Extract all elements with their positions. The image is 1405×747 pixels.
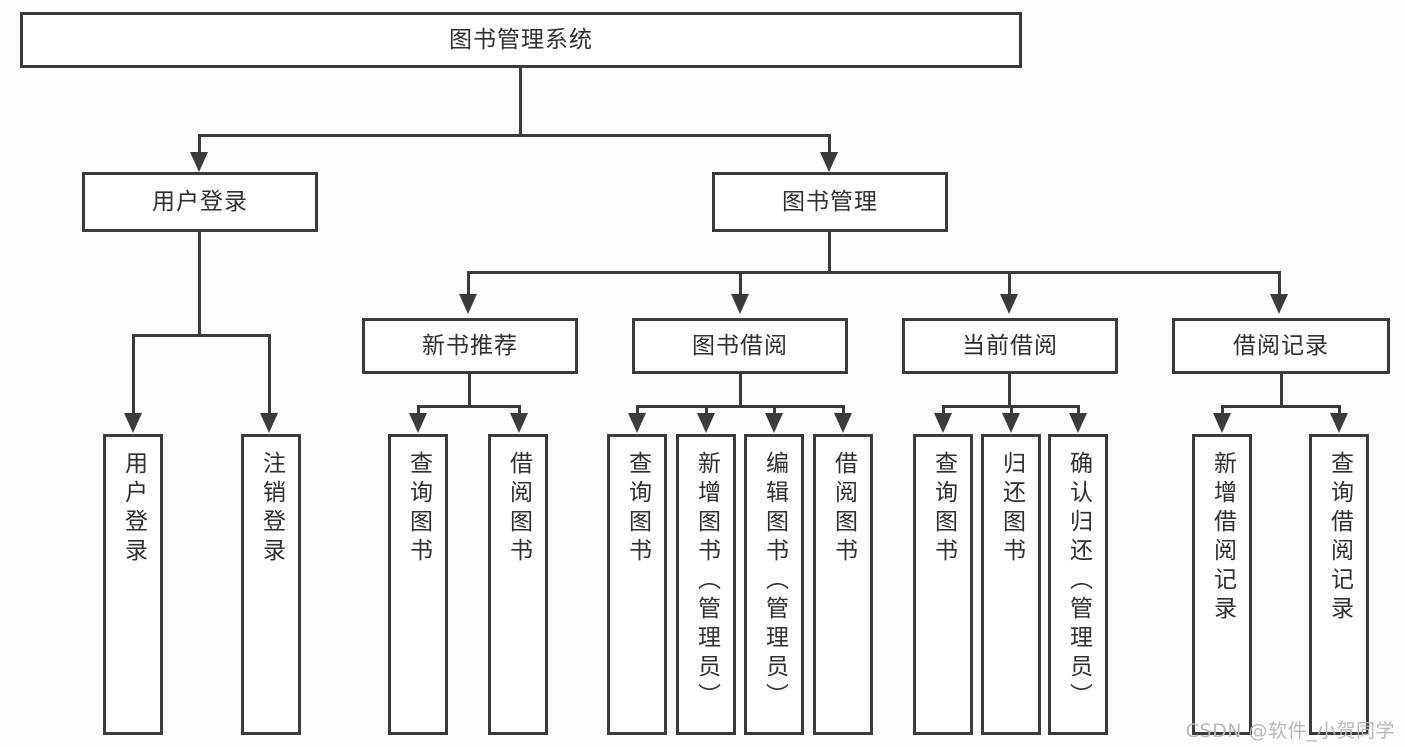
arrowhead-book-borrow-leaf-1 [628, 413, 646, 433]
node-label: 图书借阅 [692, 332, 788, 359]
arrowhead-current-borrow-leaf-1 [934, 413, 952, 433]
arrowhead-borrow-record-leaf-1 [1213, 413, 1231, 433]
connector-book-borrow-leaf-1 [636, 405, 639, 415]
leaf-recommend-borrow-book[interactable]: 借阅图书 [488, 434, 548, 735]
leaf-borrow-borrow-book[interactable]: 借阅图书 [813, 434, 873, 735]
connector-borrow-record-leaf-2 [1338, 405, 1341, 415]
leaf-label: 确认归还（管理员） [1065, 451, 1092, 712]
connector-book-manage-stem [828, 232, 831, 273]
node-book-manage[interactable]: 图书管理 [712, 172, 948, 232]
connector-user-login-bus [132, 334, 270, 337]
leaf-user-login[interactable]: 用户登录 [103, 434, 163, 735]
connector-root-stem [519, 68, 522, 135]
leaf-current-confirm-return-admin[interactable]: 确认归还（管理员） [1048, 434, 1108, 735]
connector-book-manage-to-l3-2 [739, 271, 742, 297]
connector-book-borrow-leaf-4 [842, 405, 845, 415]
arrowhead-user-login-leaf-2 [260, 413, 278, 433]
connector-user-login-to-leaf-1 [132, 334, 135, 416]
leaf-label: 新增借阅记录 [1209, 451, 1236, 625]
arrowhead-root-to-book-manage [820, 152, 838, 172]
connector-book-borrow-stem [739, 374, 742, 408]
arrowhead-book-borrow-leaf-2 [697, 413, 715, 433]
leaf-current-return-book[interactable]: 归还图书 [981, 434, 1041, 735]
connector-new-book-bus [417, 405, 521, 408]
leaf-label: 编辑图书（管理员） [761, 451, 788, 712]
connector-current-borrow-stem [1008, 374, 1011, 408]
leaf-record-query-record[interactable]: 查询借阅记录 [1309, 434, 1369, 735]
connector-user-login-to-leaf-2 [268, 334, 271, 416]
arrowhead-new-book-leaf-1 [409, 413, 427, 433]
leaf-label: 归还图书 [998, 451, 1025, 567]
connector-book-borrow-leaf-2 [705, 405, 708, 415]
connector-new-book-leaf-1 [417, 405, 420, 415]
leaf-label: 查询图书 [624, 451, 651, 567]
leaf-label: 借阅图书 [505, 451, 532, 567]
node-label: 图书管理系统 [449, 26, 593, 53]
leaf-user-logout[interactable]: 注销登录 [241, 434, 301, 735]
arrowhead-l3-book-borrow [731, 294, 749, 314]
csdn-watermark: CSDN @软件_小贺同学 [1185, 720, 1395, 742]
connector-book-manage-bus [467, 271, 1281, 274]
leaf-borrow-add-book-admin[interactable]: 新增图书（管理员） [676, 434, 736, 735]
connector-new-book-stem [468, 374, 471, 408]
arrowhead-l3-new-book [459, 294, 477, 314]
leaf-label: 查询图书 [930, 451, 957, 567]
connector-book-borrow-leaf-3 [773, 405, 776, 415]
node-user-login[interactable]: 用户登录 [82, 172, 318, 232]
node-label: 借阅记录 [1233, 332, 1329, 359]
leaf-borrow-query-book[interactable]: 查询图书 [607, 434, 667, 735]
leaf-record-add-record[interactable]: 新增借阅记录 [1192, 434, 1252, 735]
arrowhead-user-login-leaf-1 [124, 413, 142, 433]
leaf-label: 查询图书 [405, 451, 432, 567]
leaf-label: 新增图书（管理员） [693, 451, 720, 712]
node-book-borrow[interactable]: 图书借阅 [632, 318, 848, 374]
arrowhead-book-borrow-leaf-3 [765, 413, 783, 433]
node-new-book-recommend[interactable]: 新书推荐 [362, 318, 578, 374]
arrowhead-l3-current-borrow [1000, 294, 1018, 314]
arrowhead-current-borrow-leaf-2 [1002, 413, 1020, 433]
connector-borrow-record-bus [1221, 405, 1341, 408]
connector-root-to-user-login [198, 134, 201, 156]
leaf-label: 用户登录 [120, 451, 147, 567]
connector-borrow-record-leaf-1 [1221, 405, 1224, 415]
leaf-borrow-edit-book-admin[interactable]: 编辑图书（管理员） [744, 434, 804, 735]
connector-root-to-book-manage [828, 134, 831, 156]
connector-borrow-record-stem [1280, 374, 1283, 408]
connector-current-borrow-leaf-1 [942, 405, 945, 415]
node-root-system[interactable]: 图书管理系统 [20, 12, 1022, 68]
connector-book-manage-to-l3-3 [1008, 271, 1011, 297]
connector-new-book-leaf-2 [518, 405, 521, 415]
arrowhead-current-borrow-leaf-3 [1069, 413, 1087, 433]
arrowhead-book-borrow-leaf-4 [834, 413, 852, 433]
arrowhead-borrow-record-leaf-2 [1330, 413, 1348, 433]
node-borrow-record[interactable]: 借阅记录 [1172, 318, 1390, 374]
connector-book-manage-to-l3-4 [1278, 271, 1281, 297]
arrowhead-new-book-leaf-2 [510, 413, 528, 433]
node-label: 用户登录 [152, 188, 248, 215]
arrowhead-l3-borrow-record [1270, 294, 1288, 314]
connector-user-login-stem [198, 232, 201, 336]
leaf-current-query-book[interactable]: 查询图书 [913, 434, 973, 735]
leaf-label: 查询借阅记录 [1326, 451, 1353, 625]
node-label: 新书推荐 [422, 332, 518, 359]
leaf-label: 借阅图书 [830, 451, 857, 567]
connector-root-bus [198, 134, 831, 137]
node-current-borrow[interactable]: 当前借阅 [902, 318, 1118, 374]
arrowhead-root-to-user-login [190, 152, 208, 172]
connector-current-borrow-leaf-3 [1077, 405, 1080, 415]
node-label: 当前借阅 [962, 332, 1058, 359]
node-label: 图书管理 [782, 188, 878, 215]
leaf-recommend-query-book[interactable]: 查询图书 [388, 434, 448, 735]
connector-book-manage-to-l3-1 [467, 271, 470, 297]
connector-book-borrow-bus [636, 405, 845, 408]
leaf-label: 注销登录 [258, 451, 285, 567]
connector-current-borrow-leaf-2 [1010, 405, 1013, 415]
